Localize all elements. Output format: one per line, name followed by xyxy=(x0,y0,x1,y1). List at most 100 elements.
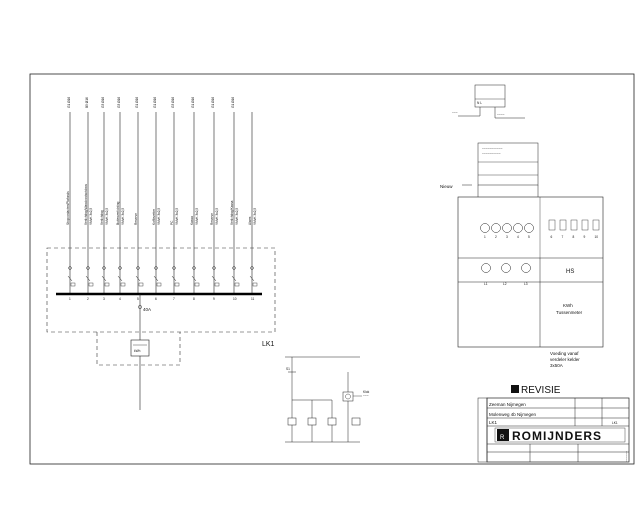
panel-module-number: 7 xyxy=(562,235,564,239)
circuit-description: Verlichting xyxy=(100,210,104,225)
breaker-body xyxy=(174,282,180,287)
svg-text:~~~: ~~~ xyxy=(452,111,458,115)
circuit-cable: YMvK 3x2,5 xyxy=(157,208,161,225)
breaker-switch xyxy=(249,275,255,282)
panel-module-number: 6 xyxy=(551,235,553,239)
company-name: ROMIJNDERS xyxy=(512,429,602,443)
indicator-number: 5 xyxy=(528,235,530,239)
circuit-number: 4 xyxy=(119,297,121,301)
indicator-number: 4 xyxy=(517,235,519,239)
indicator-lamp xyxy=(502,223,512,233)
relay-k4 xyxy=(351,417,361,426)
feeder-code: G3 Ø16 xyxy=(171,97,175,108)
svg-text:L3: L3 xyxy=(524,282,528,286)
circuit-description: Reserve xyxy=(210,213,214,225)
feed-text-3: 3x50A xyxy=(550,363,563,368)
nieuw-label: Nieuw xyxy=(440,184,453,189)
circuit-number: 7 xyxy=(173,297,175,301)
svg-text:~~~: ~~~ xyxy=(363,394,369,398)
svg-text:Klok: Klok xyxy=(363,390,370,394)
breaker-switch xyxy=(153,275,159,282)
relay-k1 xyxy=(287,417,297,426)
indicator-lamp xyxy=(524,223,534,233)
circuit-description: PC xyxy=(170,220,174,225)
circuit-number: 9 xyxy=(213,297,215,301)
circuit-cable: YMvK 3x2,5 xyxy=(89,208,93,225)
feeder-code: G3 Ø16 xyxy=(101,97,105,108)
hs-label: HS xyxy=(566,269,574,275)
title-line-2: Molenweg 4b Nijmegen xyxy=(489,412,537,417)
timer-relay xyxy=(342,391,354,402)
breaker-body xyxy=(214,282,220,287)
feeder-code: G3 Ø16 xyxy=(117,97,121,108)
sheet-border xyxy=(29,73,635,465)
panel-module xyxy=(559,219,567,231)
svg-text:~~~~~~~~~~: ~~~~~~~~~~ xyxy=(482,152,501,156)
breaker-switch xyxy=(101,275,107,282)
circuit-cable: YMvK 3x2,5 xyxy=(235,208,239,225)
breaker-switch xyxy=(171,275,177,282)
indicator-number: 1 xyxy=(484,235,486,239)
circuit-cable: YMvK 3x2,5 xyxy=(195,208,199,225)
kwh-meter-small xyxy=(130,339,150,357)
circuit-number: 6 xyxy=(155,297,157,301)
breaker-symbol xyxy=(232,266,236,270)
panel-module-number: 8 xyxy=(573,235,575,239)
breaker-symbol xyxy=(172,266,176,270)
company-logo-icon xyxy=(497,429,509,441)
circuit-description: Verlichting/Kassa xyxy=(230,200,234,225)
breaker-body xyxy=(70,282,76,287)
title-line-3: LK1 xyxy=(489,420,498,425)
breaker-body xyxy=(252,282,258,287)
feeder-code: B5 Ø16 xyxy=(85,97,89,108)
breaker-symbol xyxy=(250,266,254,270)
panel-module xyxy=(581,219,589,231)
feed-text-2: verdeler kelder xyxy=(550,357,580,362)
breaker-switch xyxy=(211,275,217,282)
breaker-body xyxy=(194,282,200,287)
sheet-margin-code: ~~~~~~ xyxy=(625,451,629,462)
circuit-cable: YMvK 3x2,5 xyxy=(105,208,109,225)
circuit-cable: YMvK 3x2,5 xyxy=(253,208,257,225)
breaker-body xyxy=(88,282,94,287)
circuit-description: Stopcontacten/Plafonds xyxy=(66,191,70,225)
breaker-switch xyxy=(67,275,73,282)
feeder-code: G1 Ø16 xyxy=(211,97,215,108)
connection-block: N L ~~~ ~~~~ xyxy=(452,84,525,119)
relay-k2 xyxy=(307,417,317,426)
revisie-label: REVISIE xyxy=(521,385,561,396)
kwh-sub: Tussenmeter xyxy=(556,310,583,315)
svg-text:N L: N L xyxy=(477,101,482,105)
svg-text:L1: L1 xyxy=(484,282,488,286)
indicator-lamp xyxy=(491,223,501,233)
relay-k3 xyxy=(327,417,337,426)
breaker-symbol xyxy=(102,266,106,270)
circuit-description: Verlichting/Wandcontactdoos xyxy=(84,184,88,225)
company-logo-letter: R xyxy=(500,435,505,441)
breaker-body xyxy=(104,282,110,287)
circuit-number: 1 xyxy=(69,297,71,301)
circuit-description: Koffiezetter xyxy=(152,208,156,225)
indicator-lamp xyxy=(480,223,490,233)
circuit-cable: YMvK 3x2,5 xyxy=(215,208,219,225)
indicator-lamp xyxy=(513,223,523,233)
feeder-code: G1 Ø16 xyxy=(67,97,71,108)
circuit-number: 11 xyxy=(251,297,255,301)
circuit-description: Alarm xyxy=(248,216,252,225)
circuit-description: Buitenverlichting xyxy=(116,201,120,225)
svg-text:~~~~~~~~~~~: ~~~~~~~~~~~ xyxy=(482,147,503,151)
circuit-description: Reserve xyxy=(134,213,138,225)
kwh-meter-small-label: kWh xyxy=(134,349,141,353)
circuit-description: Kassa xyxy=(190,216,194,225)
breaker-symbol xyxy=(68,266,72,270)
board-label: LK1 xyxy=(262,341,275,348)
indicator-number: 3 xyxy=(506,235,508,239)
drawing-number: LK1 xyxy=(612,421,618,425)
feeder-code: G1 Ø16 xyxy=(153,97,157,108)
feeder-code: G1 Ø16 xyxy=(231,97,235,108)
svg-text:S1: S1 xyxy=(286,367,290,371)
